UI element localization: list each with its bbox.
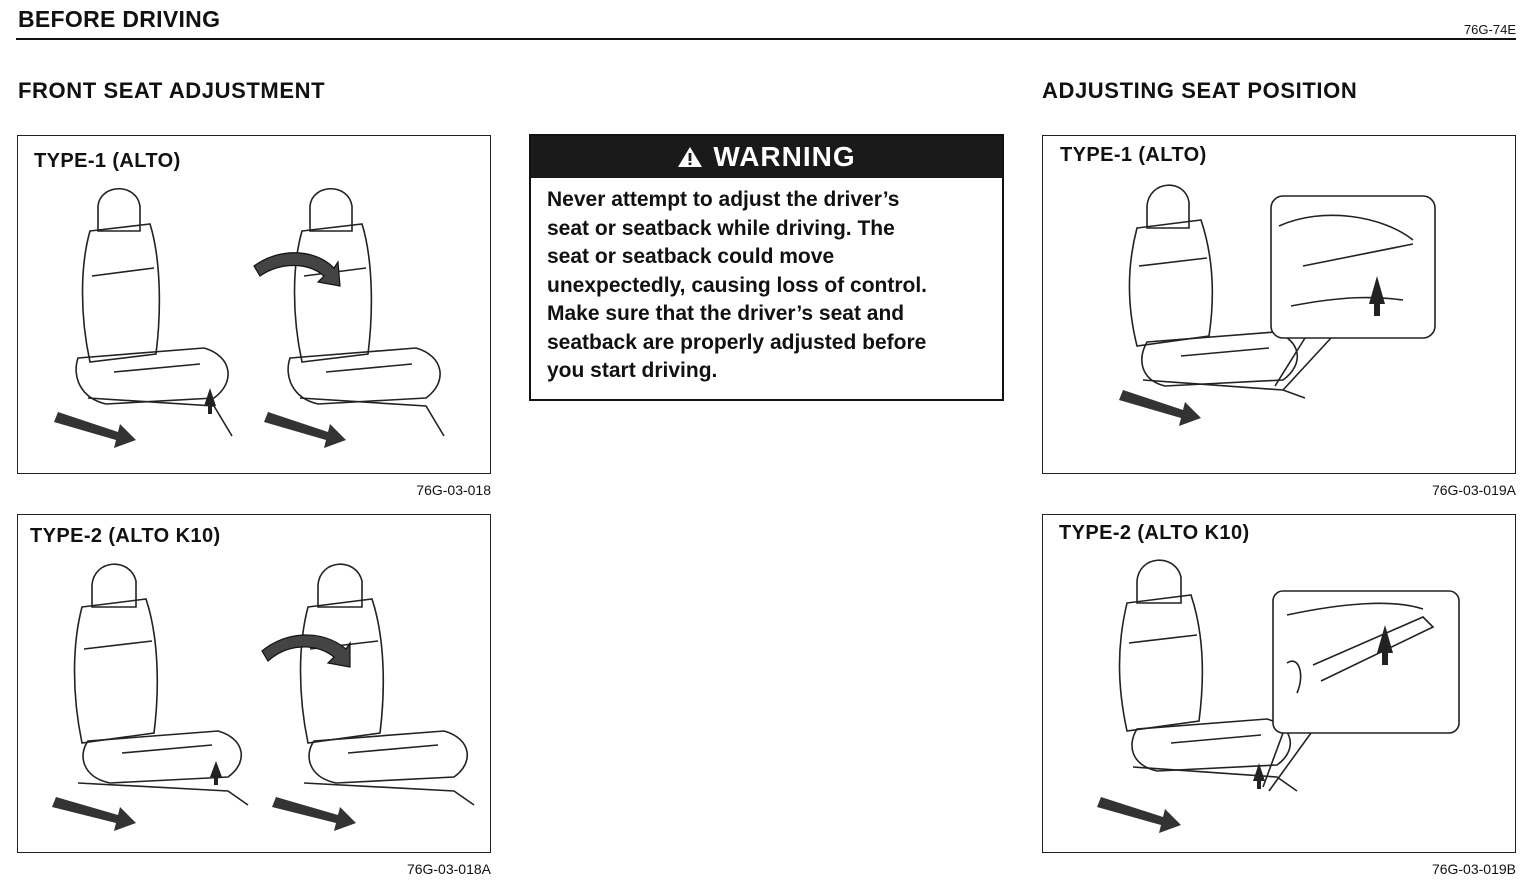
- seat-illustration: [1097, 559, 1460, 833]
- page-header-title: BEFORE DRIVING: [18, 6, 221, 32]
- lever-arrow: [1377, 625, 1393, 665]
- seat-illustration: [52, 563, 475, 831]
- lever-arrow: [1369, 276, 1385, 316]
- figure-code: 76G-03-018: [416, 482, 491, 498]
- figure-code: 76G-03-019B: [1431, 861, 1516, 877]
- detail-callout: [1262, 590, 1460, 792]
- lift-arrow: [1253, 763, 1265, 789]
- seat-drawing-left: [75, 187, 233, 437]
- warning-triangle-icon: [678, 147, 703, 167]
- figure-type1-seat-position: TYPE-1 (ALTO): [1042, 135, 1516, 474]
- slide-arrow: [272, 797, 356, 831]
- warning-line: seat or seatback while driving. The: [547, 216, 895, 240]
- warning-line: seatback are properly adjusted before: [547, 330, 927, 354]
- slide-arrow: [52, 797, 136, 831]
- detail-callout: [1270, 195, 1436, 391]
- warning-line: you start driving.: [547, 359, 718, 382]
- adjusting-seat-position-title: ADJUSTING SEAT POSITION: [1042, 78, 1358, 103]
- warning-line: unexpectedly, causing loss of control.: [547, 273, 928, 297]
- warning-heading: WARNING: [713, 141, 856, 172]
- warning-line: Make sure that the driver’s seat and: [547, 302, 905, 325]
- warning-box: WARNING Never attempt to adjust the driv…: [529, 134, 1004, 401]
- figure-label: TYPE-1 (ALTO): [1060, 144, 1207, 166]
- recline-arrow: [261, 634, 351, 668]
- slide-arrow: [1097, 797, 1181, 833]
- figure-code: 76G-03-018A: [406, 861, 491, 877]
- figure-type2-seat-position: TYPE-2 (ALTO K10): [1042, 514, 1516, 853]
- seat-drawing: [1118, 559, 1298, 792]
- lift-arrow: [204, 388, 216, 414]
- seat-illustration: [54, 187, 445, 448]
- figure-label: TYPE-1 (ALTO): [34, 150, 181, 172]
- warning-heading-bar: WARNING: [531, 136, 1002, 178]
- warning-text: Never attempt to adjust the driver’s sea…: [547, 186, 985, 386]
- slide-arrow: [264, 412, 346, 448]
- seat-drawing-right: [299, 563, 475, 806]
- figure-type1-seat-adjustment: TYPE-1 (ALTO): [17, 135, 491, 474]
- warning-line: seat or seatback could move: [547, 245, 835, 268]
- figure-label: TYPE-2 (ALTO K10): [1059, 522, 1250, 544]
- seat-drawing-right: [287, 187, 445, 437]
- slide-arrow: [1119, 390, 1201, 426]
- lift-arrow: [210, 761, 222, 785]
- seat-drawing-left: [73, 563, 249, 806]
- recline-arrow: [253, 252, 341, 287]
- figure-type2-seat-adjustment: TYPE-2 (ALTO K10): [17, 514, 491, 853]
- page-code: 76G-74E: [1463, 22, 1516, 37]
- header-rule: [16, 38, 1516, 40]
- front-seat-adjustment-title: FRONT SEAT ADJUSTMENT: [18, 78, 326, 103]
- seat-illustration: [1119, 184, 1436, 426]
- slide-arrow: [54, 412, 136, 448]
- figure-code: 76G-03-019A: [1431, 482, 1516, 498]
- figure-label: TYPE-2 (ALTO K10): [30, 525, 221, 547]
- warning-line: Never attempt to adjust the driver’s: [547, 188, 900, 211]
